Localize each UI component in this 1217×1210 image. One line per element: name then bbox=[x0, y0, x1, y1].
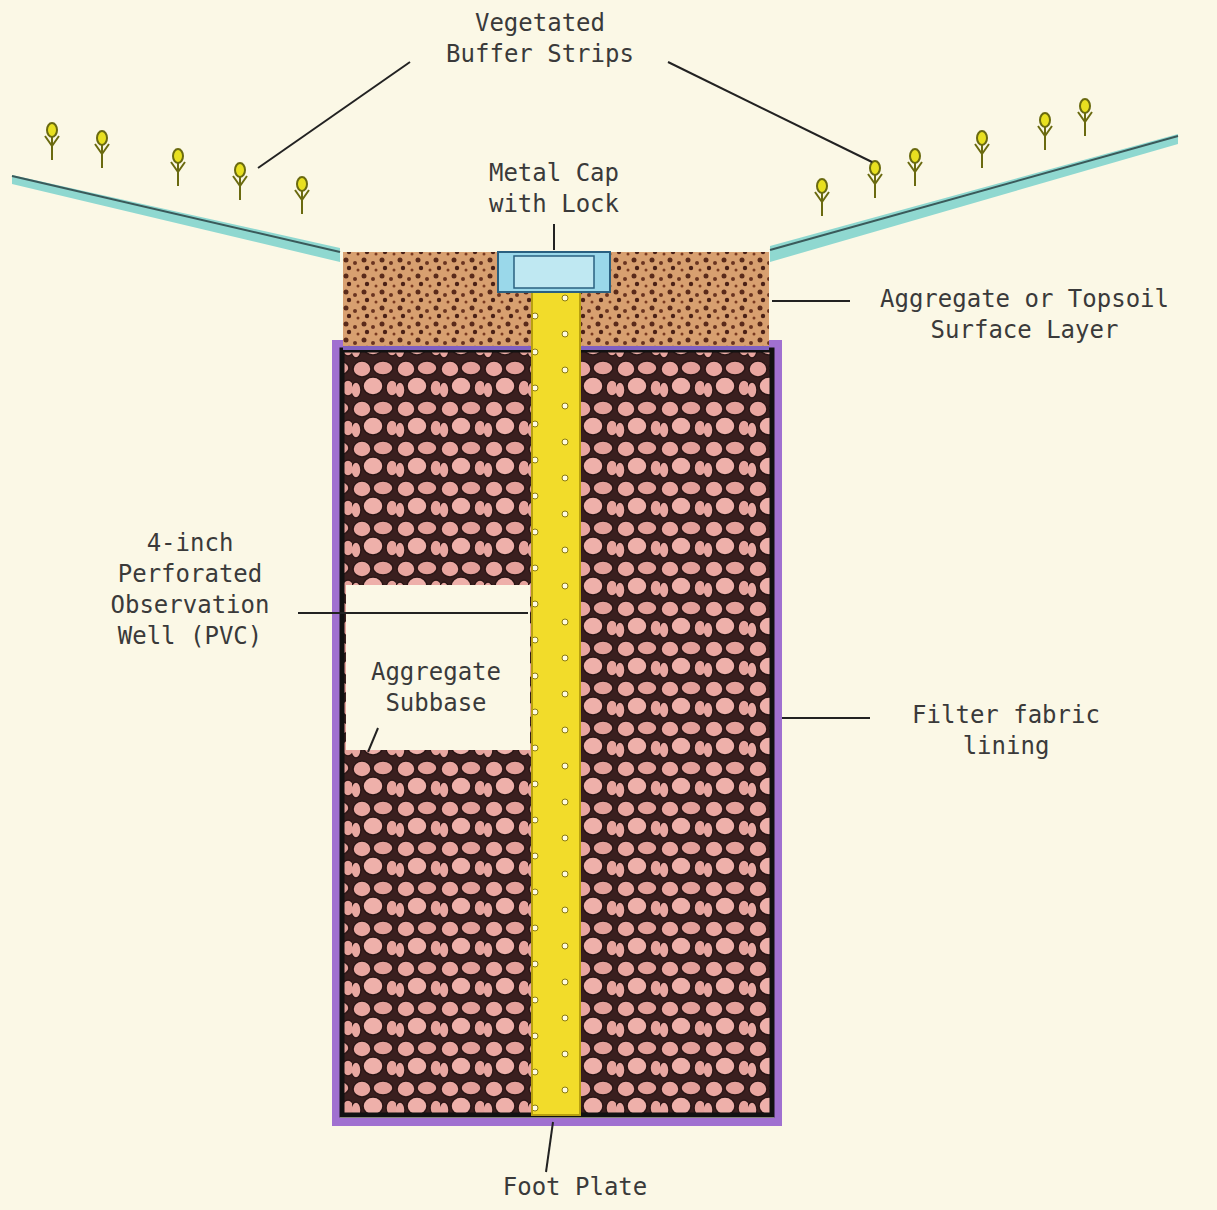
plant-head bbox=[97, 131, 107, 145]
plant-head bbox=[173, 149, 183, 163]
plant-head bbox=[910, 149, 920, 163]
callout-label: 4-inch Perforated Observation Well (PVC) bbox=[90, 528, 290, 652]
plant-head bbox=[977, 131, 987, 145]
callout-label: Filter fabric lining bbox=[876, 700, 1136, 762]
callout-label: Foot Plate bbox=[460, 1172, 690, 1203]
plant-head bbox=[817, 179, 827, 193]
plant-head bbox=[1080, 99, 1090, 113]
plant-head bbox=[47, 123, 57, 137]
callout-label: Metal Cap with Lock bbox=[474, 158, 634, 220]
plant-head bbox=[297, 177, 307, 191]
plant-head bbox=[870, 161, 880, 175]
plant-head bbox=[235, 163, 245, 177]
plant-head bbox=[1040, 113, 1050, 127]
callout-label: Aggregate or Topsoil Surface Layer bbox=[852, 284, 1197, 346]
callout-label: Vegetated Buffer Strips bbox=[440, 8, 640, 70]
part-label: Aggregate Subbase bbox=[350, 657, 522, 719]
